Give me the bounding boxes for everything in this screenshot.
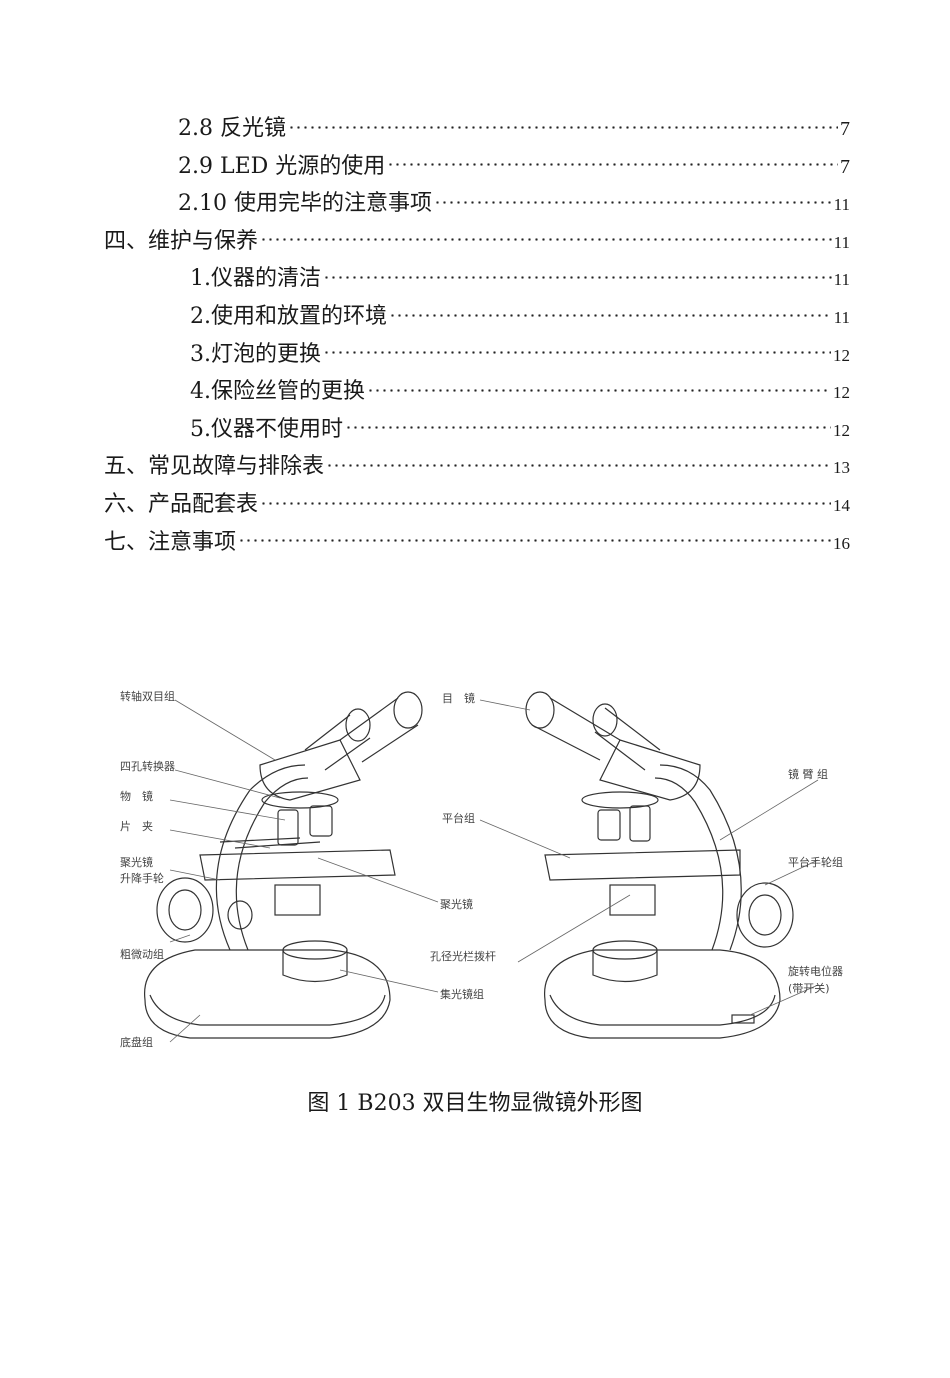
toc-entry-label: 四、维护与保养 bbox=[104, 228, 259, 254]
toc-entry-label: 2.使用和放置的环境 bbox=[190, 304, 387, 329]
label-stage-knob: 平台手轮组 bbox=[788, 855, 843, 869]
toc-leader-dots bbox=[326, 451, 831, 474]
label-condenser-lift-1: 聚光镜 bbox=[120, 855, 153, 869]
toc-entry-page: 11 bbox=[833, 195, 850, 215]
toc-leader-dots bbox=[238, 526, 831, 549]
label-objective: 物 镜 bbox=[120, 789, 153, 803]
toc-entry-label: 2.8 反光镜 bbox=[178, 116, 286, 141]
toc-leader-dots bbox=[260, 489, 831, 511]
toc-entry: 2.9 LED 光源的使用 7 bbox=[178, 148, 850, 184]
toc-leader-dots bbox=[387, 150, 838, 173]
toc-entry-page: 12 bbox=[833, 345, 850, 365]
toc-entry: 4.保险丝管的更换 12 bbox=[190, 373, 850, 409]
toc-entry-label: 1.仪器的清洁 bbox=[190, 266, 321, 292]
label-clip: 片 夹 bbox=[120, 820, 153, 833]
toc-leader-dots bbox=[260, 225, 832, 248]
toc-leader-dots bbox=[287, 113, 838, 135]
label-stage: 平台组 bbox=[442, 811, 475, 825]
toc-entry-page: 7 bbox=[840, 118, 850, 140]
toc-leader-dots bbox=[389, 301, 832, 323]
label-potentiometer-1: 旋转电位器 bbox=[788, 964, 843, 978]
toc-entry: 1.仪器的清洁 11 bbox=[190, 260, 850, 296]
toc-entry-label: 4.保险丝管的更换 bbox=[190, 379, 365, 405]
toc-entry: 四、维护与保养 11 bbox=[104, 223, 850, 259]
toc-entry-label: 5.仪器不使用时 bbox=[190, 416, 343, 442]
toc-entry-page: 12 bbox=[833, 383, 850, 403]
label-condenser-lift-2: 升降手轮 bbox=[120, 871, 164, 885]
toc-leader-dots bbox=[433, 188, 832, 211]
microscope-drawing: 转轴双目组 四孔转换器 物 镜 片 夹 聚光镜 升降手轮 粗微动组 底盘组 聚光… bbox=[120, 689, 843, 1049]
toc-entry-page: 7 bbox=[840, 155, 850, 178]
figure-caption: 图 1 B203 双目生物显微镜外形图 bbox=[307, 1091, 643, 1116]
toc-leader-dots bbox=[367, 376, 831, 399]
toc-entry: 5.仪器不使用时 12 bbox=[190, 411, 850, 447]
label-focus: 粗微动组 bbox=[120, 947, 164, 961]
toc-entry-label: 六、产品配套表 bbox=[104, 492, 259, 517]
label-collector: 集光镜组 bbox=[440, 987, 484, 1001]
toc-leader-dots bbox=[323, 263, 832, 286]
label-diaphragm-lever: 孔径光栏拨杆 bbox=[430, 949, 496, 963]
toc-entry-page: 14 bbox=[833, 496, 850, 515]
toc-entry: 2.8 反光镜 7 bbox=[178, 110, 850, 146]
toc-entry: 五、常见故障与排除表 13 bbox=[104, 448, 850, 484]
toc-entry: 3.灯泡的更换 12 bbox=[190, 336, 850, 372]
toc-entry-label: 2.10 使用完毕的注意事项 bbox=[178, 191, 432, 217]
toc-entry-page: 13 bbox=[833, 458, 850, 478]
label-eyepiece: 目 镜 bbox=[442, 691, 475, 705]
toc-entry-page: 11 bbox=[833, 232, 850, 252]
toc-entry-page: 16 bbox=[833, 533, 850, 553]
toc-entry-label: 七、注意事项 bbox=[104, 529, 237, 555]
toc-leader-dots bbox=[345, 413, 831, 436]
toc-entry: 七、注意事项 16 bbox=[104, 524, 850, 560]
toc-entry: 2.10 使用完毕的注意事项 11 bbox=[178, 185, 850, 221]
label-nosepiece: 四孔转换器 bbox=[120, 759, 175, 773]
label-potentiometer-2: (带开关) bbox=[788, 981, 830, 995]
label-base: 底盘组 bbox=[120, 1035, 153, 1049]
toc-entry-label: 2.9 LED 光源的使用 bbox=[178, 153, 386, 179]
toc-entry-page: 11 bbox=[833, 308, 850, 327]
toc-entry: 六、产品配套表 14 bbox=[104, 486, 850, 522]
label-rotating-head: 转轴双目组 bbox=[120, 689, 175, 703]
label-arm: 镜 臂 组 bbox=[788, 767, 828, 781]
toc-entry-page: 12 bbox=[833, 420, 850, 440]
toc-entry: 2.使用和放置的环境 11 bbox=[190, 298, 850, 334]
toc-entry-label: 3.灯泡的更换 bbox=[190, 341, 321, 367]
label-condenser: 聚光镜 bbox=[440, 897, 473, 911]
toc-entry-label: 五、常见故障与排除表 bbox=[104, 454, 325, 480]
microscope-figure: 转轴双目组 四孔转换器 物 镜 片 夹 聚光镜 升降手轮 粗微动组 底盘组 聚光… bbox=[100, 670, 860, 1070]
toc-entry-page: 11 bbox=[833, 270, 850, 290]
toc-leader-dots bbox=[323, 338, 831, 361]
